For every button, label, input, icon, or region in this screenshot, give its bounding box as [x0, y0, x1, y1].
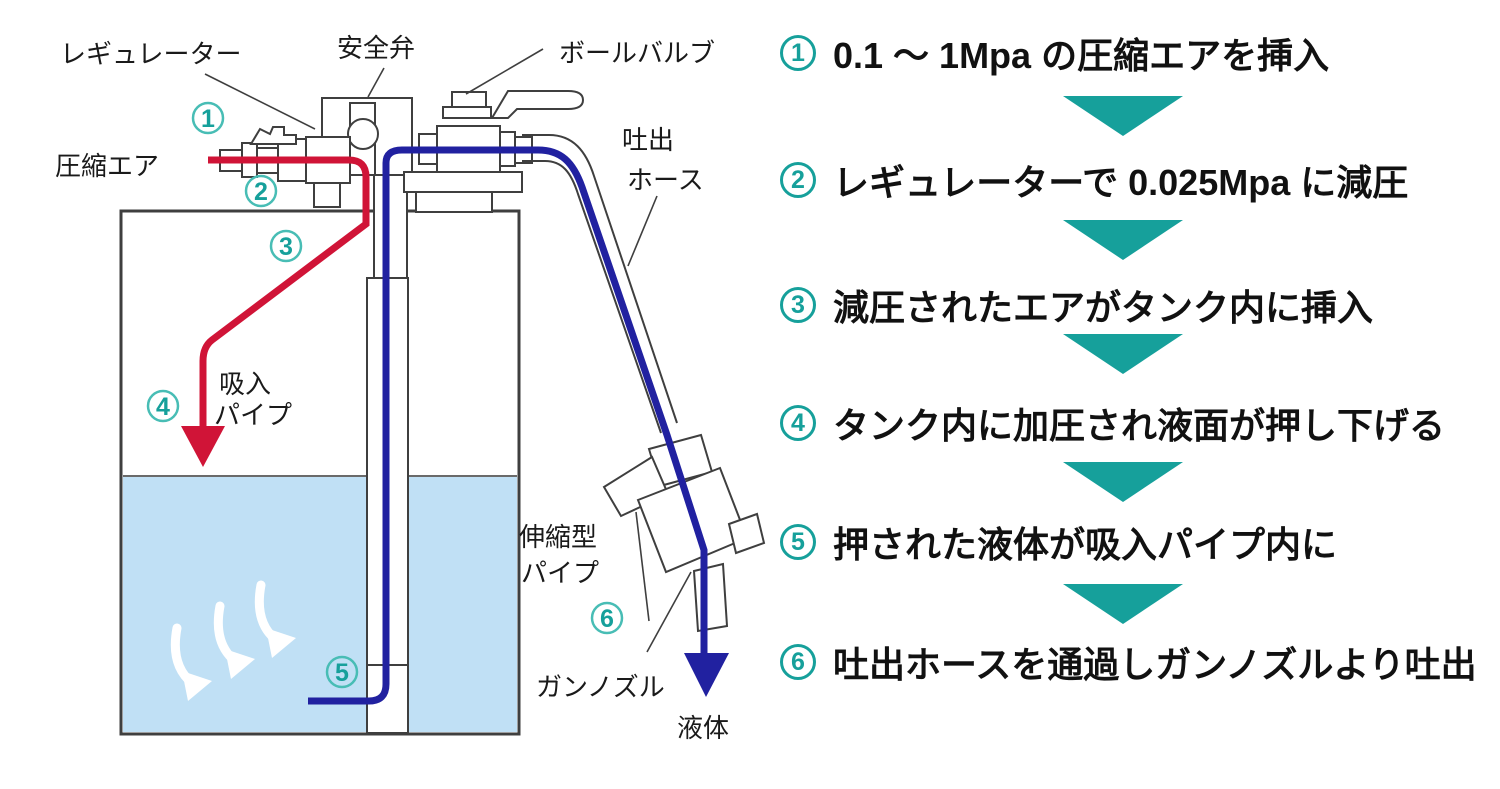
ball-valve-pointer-line: [465, 48, 544, 95]
step-number-badge: 3: [780, 287, 816, 323]
step-number-badge: 5: [780, 524, 816, 560]
liquid-pressure-arrows: [170, 580, 296, 701]
system-diagram: レギュレーター 安全弁 ボールバルブ 圧縮エア 吐出 ホース 吸入 パイプ 伸縮…: [55, 33, 766, 743]
marker-number-4: 4: [156, 393, 170, 421]
gun-assembly: [602, 433, 766, 633]
gun-nozzle-pointer-line: [646, 571, 692, 653]
liquid-flow-arrowhead-icon: [684, 653, 729, 697]
step-text: 押された液体が吸入パイプ内に: [833, 524, 1338, 565]
gun-knob: [727, 512, 766, 555]
regulator-assembly: [219, 126, 351, 208]
label-regulator: レギュレーター: [60, 39, 241, 69]
flow-down-arrow-icon: [1063, 462, 1183, 502]
process-steps-panel: 1 0.1 ～ 1Mpa の圧縮エアを挿入 2 レギュレーターで 0.025Mp…: [780, 0, 1500, 784]
tank-liquid: [123, 476, 517, 732]
step-number-badge: 2: [780, 162, 816, 198]
step-text: タンク内に加圧され液面が押し下げる: [833, 405, 1446, 446]
label-discharge-hose-line2: ホース: [627, 165, 704, 195]
label-telescopic-pipe-line2: パイプ: [521, 558, 599, 588]
compressed-air-arrowhead-icon: [181, 426, 225, 467]
flow-down-arrow-icon: [1063, 220, 1183, 260]
regulator-lever: [249, 126, 297, 145]
tank-border: [119, 209, 521, 736]
ball-valve-handle: [490, 90, 585, 119]
dispensing-system-schematic: レギュレーター 安全弁 ボールバルブ 圧縮エア 吐出 ホース 吸入 パイプ 伸縮…: [55, 33, 766, 743]
diagram-step-markers: 1 2 3 4 5 6: [146, 101, 624, 689]
regulator-drain: [313, 182, 341, 208]
step-row-5: 5 押された液体が吸入パイプ内に: [780, 520, 1337, 565]
step-row-2: 2 レギュレーターで 0.025Mpa に減圧: [780, 158, 1408, 203]
step-row-6: 6 吐出ホースを通過しガンノズルより吐出: [780, 640, 1477, 685]
marker-circle-1: [191, 101, 225, 135]
label-gun-nozzle: ガンノズル: [536, 672, 665, 702]
marker-number-5: 5: [335, 659, 349, 687]
liquid-flow-line: [308, 146, 708, 705]
discharge-hose-wall: [522, 160, 662, 434]
ball-valve-stem: [451, 91, 487, 108]
step-text: 0.1 ～ 1Mpa の圧縮エアを挿入: [833, 35, 1330, 76]
step-text: 減圧されたエアがタンク内に挿入: [833, 287, 1374, 328]
label-suction-pipe-line2: パイプ: [214, 400, 292, 430]
safety-valve-ball: [347, 118, 379, 150]
marker-circle-2: [244, 174, 278, 208]
marker-circle-4: [146, 389, 180, 423]
marker-number-3: 3: [279, 233, 293, 261]
discharge-hose-pointer-line: [627, 195, 658, 267]
tank-flange: [403, 171, 523, 193]
step-number: 6: [791, 647, 805, 676]
safety-valve-assembly: [321, 97, 413, 176]
regulator-pointer-line: [204, 73, 316, 130]
label-ball-valve: ボールバルブ: [559, 38, 715, 68]
pipe-upper-section: [373, 173, 408, 279]
flow-down-arrow-icon: [1063, 96, 1183, 136]
label-compressed-air: 圧縮エア: [55, 151, 159, 181]
step-number-badge: 1: [780, 35, 816, 71]
step-row-3: 3 減圧されたエアがタンク内に挿入: [780, 283, 1373, 328]
step-text: 吐出ホースを通過しガンノズルより吐出: [833, 644, 1477, 685]
gun-nozzle-tip: [692, 562, 729, 633]
marker-circle-3: [269, 229, 303, 263]
label-safety-valve: 安全弁: [337, 33, 415, 63]
pressure-arrowhead-icon: [225, 649, 255, 679]
safety-valve-pointer-line: [367, 67, 385, 98]
step-number: 5: [791, 527, 805, 556]
discharge-hose-wall: [522, 134, 678, 424]
step-number: 4: [791, 408, 805, 437]
pressure-arrowhead-icon: [182, 671, 212, 701]
step-row-1: 1 0.1 ～ 1Mpa の圧縮エアを挿入: [780, 31, 1329, 76]
step-number-badge: 6: [780, 644, 816, 680]
tank-flange-riser: [415, 191, 493, 213]
step-number: 1: [791, 38, 805, 67]
marker-circle-6: [590, 601, 624, 635]
flow-down-arrow-icon: [1063, 334, 1183, 374]
label-telescopic-pipe-line1: 伸縮型: [519, 522, 597, 552]
marker-number-1: 1: [201, 105, 215, 133]
step-row-4: 4 タンク内に加圧され液面が押し下げる: [780, 401, 1445, 446]
ball-valve-stem: [442, 106, 492, 119]
step-text: レギュレーターで 0.025Mpa に減圧: [833, 162, 1409, 203]
step-number: 2: [791, 165, 805, 194]
label-suction-pipe-line1: 吸入: [219, 369, 271, 399]
marker-number-6: 6: [600, 605, 614, 633]
label-liquid: 液体: [677, 713, 729, 743]
marker-circle-5: [325, 655, 359, 689]
pressure-arrowhead-icon: [266, 628, 296, 658]
compressed-air-flow-line: [199, 156, 370, 428]
marker-number-2: 2: [254, 178, 268, 206]
step-number-badge: 4: [780, 405, 816, 441]
flow-down-arrow-icon: [1063, 584, 1183, 624]
label-discharge-hose-line1: 吐出: [622, 125, 674, 155]
gun-trigger-guard: [635, 511, 650, 622]
step-number: 3: [791, 290, 805, 319]
